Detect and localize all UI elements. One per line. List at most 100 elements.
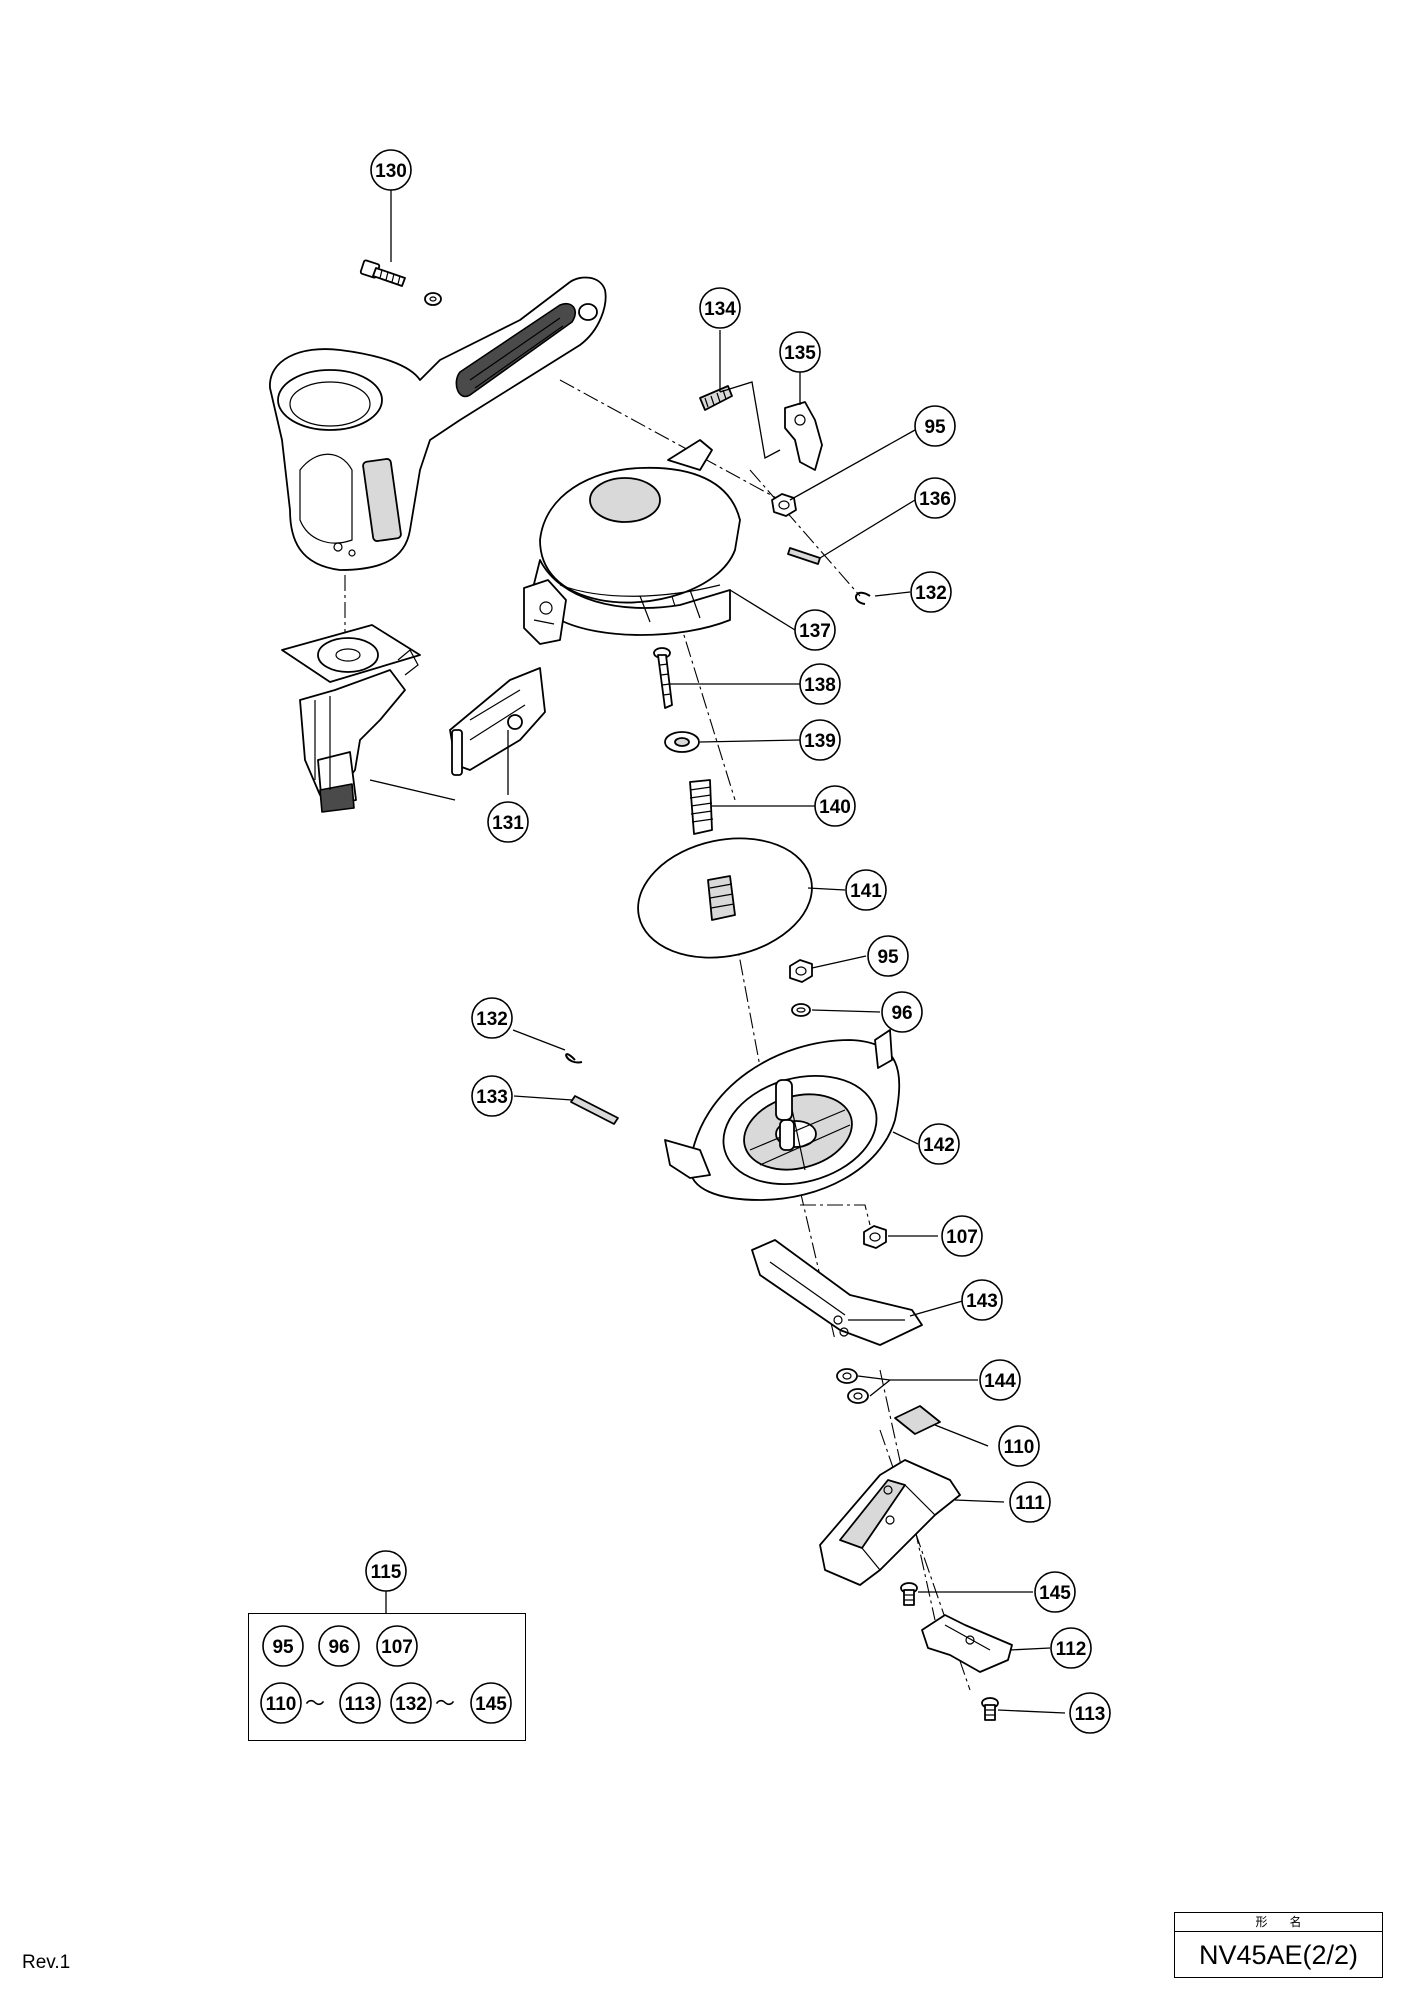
svg-text:141: 141 xyxy=(850,881,882,902)
svg-text:137: 137 xyxy=(799,621,831,642)
part-113-screw xyxy=(981,1697,999,1721)
callout-136[interactable]: 136 xyxy=(914,477,956,519)
kit-callout-113[interactable]: 113 xyxy=(339,1682,381,1724)
callout-144[interactable]: 144 xyxy=(979,1359,1021,1401)
svg-text:134: 134 xyxy=(704,299,736,320)
part-valve-assembly xyxy=(281,624,421,813)
kit-callout-96[interactable]: 96 xyxy=(318,1625,360,1667)
part-95-nut-lower xyxy=(789,959,813,983)
callout-142[interactable]: 142 xyxy=(918,1123,960,1165)
callout-135[interactable]: 135 xyxy=(779,331,821,373)
svg-text:110: 110 xyxy=(1004,1437,1035,1458)
part-135-latch xyxy=(784,401,823,471)
svg-text:130: 130 xyxy=(375,161,407,182)
callout-111[interactable]: 111 xyxy=(1009,1481,1051,1523)
svg-text:140: 140 xyxy=(819,797,851,818)
callout-115[interactable]: 115 xyxy=(365,1550,407,1592)
svg-text:95: 95 xyxy=(272,1637,294,1658)
part-143-guide-plate xyxy=(751,1239,923,1346)
svg-text:96: 96 xyxy=(328,1637,349,1658)
model-title-block: 形名 NV45AE(2/2) xyxy=(1174,1912,1383,1978)
part-132-clip-lower xyxy=(565,1053,583,1064)
part-130-bolt xyxy=(359,259,442,306)
callout-95-upper[interactable]: 95 xyxy=(914,405,956,447)
callout-130[interactable]: 130 xyxy=(370,149,412,191)
svg-text:95: 95 xyxy=(924,417,946,438)
callout-141[interactable]: 141 xyxy=(845,869,887,911)
svg-text:115: 115 xyxy=(371,1562,402,1583)
part-131-lever xyxy=(449,667,546,776)
callout-139[interactable]: 139 xyxy=(799,719,841,761)
svg-text:112: 112 xyxy=(1056,1639,1087,1660)
kit-callout-132[interactable]: 132 xyxy=(390,1682,432,1724)
callout-113[interactable]: 113 xyxy=(1069,1692,1111,1734)
callout-112[interactable]: 112 xyxy=(1050,1627,1092,1669)
part-139-washer xyxy=(664,731,700,753)
part-112-clip-plate xyxy=(921,1614,1013,1673)
callout-132-lower[interactable]: 132 xyxy=(471,997,513,1039)
svg-text:135: 135 xyxy=(784,343,816,364)
part-95-nut-upper xyxy=(771,493,797,517)
kit-115-contents-box xyxy=(248,1613,526,1741)
part-136-pin xyxy=(787,547,821,565)
svg-text:145: 145 xyxy=(1039,1583,1071,1604)
svg-text:95: 95 xyxy=(877,947,899,968)
svg-text:113: 113 xyxy=(345,1694,376,1715)
callout-145[interactable]: 145 xyxy=(1034,1571,1076,1613)
model-caption: 形名 xyxy=(1175,1913,1382,1932)
callout-133[interactable]: 133 xyxy=(471,1075,513,1117)
svg-text:107: 107 xyxy=(381,1637,413,1658)
svg-text:136: 136 xyxy=(919,489,951,510)
svg-text:143: 143 xyxy=(966,1291,998,1312)
kit-range-symbol-2: ～ xyxy=(435,1691,455,1715)
part-138-screw xyxy=(653,647,673,709)
svg-text:144: 144 xyxy=(984,1371,1016,1392)
svg-text:132: 132 xyxy=(476,1009,508,1030)
part-134-spring xyxy=(699,385,733,411)
part-142-magazine-base xyxy=(664,1029,901,1201)
part-111-nose xyxy=(819,1459,961,1586)
part-133-pin xyxy=(570,1095,619,1125)
callout-140[interactable]: 140 xyxy=(814,785,856,827)
part-145-screw xyxy=(900,1582,918,1606)
callout-143[interactable]: 143 xyxy=(961,1279,1003,1321)
part-140-spring xyxy=(689,779,714,835)
callout-110[interactable]: 110 xyxy=(998,1425,1040,1467)
kit-callout-145[interactable]: 145 xyxy=(470,1682,512,1724)
callout-95-lower[interactable]: 95 xyxy=(867,935,909,977)
callout-134[interactable]: 134 xyxy=(699,287,741,329)
revision-label: Rev.1 xyxy=(22,1952,71,1973)
model-name: NV45AE(2/2) xyxy=(1198,1940,1359,1970)
callout-96[interactable]: 96 xyxy=(881,991,923,1033)
svg-text:113: 113 xyxy=(1075,1704,1106,1725)
callout-138[interactable]: 138 xyxy=(799,663,841,705)
callout-107[interactable]: 107 xyxy=(941,1215,983,1257)
callout-131[interactable]: 131 xyxy=(487,801,529,843)
callout-137[interactable]: 137 xyxy=(794,609,836,651)
kit-callout-107[interactable]: 107 xyxy=(376,1625,418,1667)
part-141-disc xyxy=(637,837,813,959)
callout-132-upper[interactable]: 132 xyxy=(910,571,952,613)
svg-text:131: 131 xyxy=(492,813,524,834)
svg-text:138: 138 xyxy=(804,675,836,696)
kit-callout-110[interactable]: 110 xyxy=(260,1682,302,1724)
kit-range-symbol-1: ～ xyxy=(305,1691,325,1715)
svg-text:145: 145 xyxy=(475,1694,507,1715)
part-144-washers xyxy=(836,1368,869,1404)
kit-callout-95[interactable]: 95 xyxy=(262,1625,304,1667)
svg-text:139: 139 xyxy=(804,731,836,752)
svg-text:142: 142 xyxy=(923,1135,955,1156)
part-132-clip-upper xyxy=(855,591,871,605)
part-110-plate xyxy=(894,1405,941,1435)
svg-text:107: 107 xyxy=(946,1227,978,1248)
svg-text:111: 111 xyxy=(1015,1493,1045,1514)
svg-text:96: 96 xyxy=(891,1003,912,1024)
svg-text:133: 133 xyxy=(476,1087,508,1108)
svg-text:132: 132 xyxy=(915,583,947,604)
svg-text:110: 110 xyxy=(266,1694,297,1715)
part-107-nut xyxy=(863,1225,887,1249)
part-137-magazine-cover xyxy=(523,439,741,645)
svg-text:132: 132 xyxy=(395,1694,427,1715)
part-96-bushing xyxy=(791,1003,811,1017)
